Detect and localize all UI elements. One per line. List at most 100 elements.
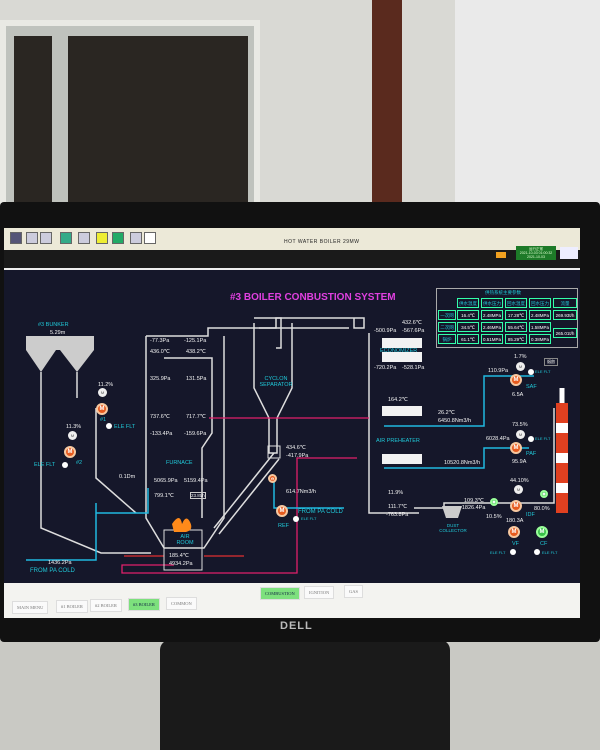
paf-current: 95.9A <box>512 459 527 465</box>
tab-boiler-2[interactable]: #2 BOILER <box>90 599 122 612</box>
table-cell: 1.58MPa <box>529 322 551 332</box>
cyclone-label: CYCLON SEPARATOR <box>259 376 293 388</box>
furnace-p3: 325.9Pa <box>150 376 171 382</box>
ref-flow: 614.7Nm3/h <box>286 489 316 495</box>
monitor-icon[interactable] <box>10 232 22 244</box>
table-header: 回水温度 <box>505 298 527 308</box>
table-row-label: 二次网 <box>438 322 456 332</box>
saf-outlet-temp: 26.2℃ <box>438 410 455 416</box>
paf-gauge[interactable]: M <box>516 430 525 439</box>
dust-pressure: -1826.4Pa <box>460 505 486 511</box>
paf-motor[interactable]: M <box>510 442 522 454</box>
idf-gauge[interactable]: M <box>514 485 523 494</box>
feeder2-gauge[interactable]: M <box>68 431 77 440</box>
feeder2-speed: 11.3% <box>66 424 82 430</box>
tab-main-menu[interactable]: MAIN MENU <box>12 601 49 614</box>
furnace-p1: -77.3Pa <box>150 338 170 344</box>
furnace-t1: 436.0℃ <box>150 349 170 355</box>
table-header: 回水压力 <box>529 298 551 308</box>
economizer-p4: -528.1Pa <box>402 365 425 371</box>
gears-icon[interactable] <box>40 232 52 244</box>
pa-cold-label: FROM PA COLD <box>30 568 75 574</box>
flame-icon <box>172 518 192 532</box>
furnace-p7: 5065.9Pa <box>154 478 178 484</box>
tab-gas[interactable]: GAS <box>344 585 364 598</box>
ref-label: REF <box>278 523 289 529</box>
ele-flt-indicator <box>62 462 68 468</box>
header-bar <box>4 250 580 270</box>
ele-flt-label: ELE FLT <box>34 462 56 468</box>
feeder1-gauge[interactable]: M <box>98 388 107 397</box>
furnace-t2: 438.2℃ <box>186 349 206 355</box>
saf-current: 6.5A <box>512 392 524 398</box>
furnace-p2: -125.1Pa <box>184 338 207 344</box>
economizer-label: ECONOMIZER <box>380 348 418 354</box>
tab-combustion[interactable]: COMBUSTION <box>260 587 300 600</box>
paf-pressure: 6028.4Pa <box>486 436 510 442</box>
bunker-hoppers <box>26 336 94 372</box>
table-cell: 85.29℃ <box>505 334 527 344</box>
ele-flt-indicator <box>528 436 534 442</box>
saf-flow: 6450.8Nm3/h <box>438 418 472 424</box>
table-flow: 269.93t/h <box>553 310 577 320</box>
ele-flt-indicator <box>528 369 534 375</box>
cf-motor[interactable]: M <box>536 526 548 538</box>
ele-flt-label: ELE FLT <box>114 424 136 430</box>
paf-flow: 10520.8Nm3/h <box>444 460 481 466</box>
bottom-nav: MAIN MENU #1 BOILER #2 BOILER #3 BOILER … <box>4 583 580 618</box>
saf-label: SAF <box>526 384 537 390</box>
ele-flt-label: ELE FLT <box>542 550 558 555</box>
furnace-label: FURNACE <box>166 460 193 466</box>
stack-button[interactable]: 烟囱 <box>544 358 558 366</box>
vf-label: VF <box>512 541 520 547</box>
bunker-level: 5.29m <box>50 330 66 336</box>
saf-gauge[interactable]: M <box>516 362 525 371</box>
paf-label: PAF <box>526 451 537 457</box>
table-caption: 供热系统主要参数 <box>485 290 521 295</box>
table-cell: 0.38MPa <box>529 334 551 344</box>
preheater-temp: 164.2℃ <box>388 397 408 403</box>
economizer-p1: -500.9Pa <box>374 328 397 334</box>
vf-motor[interactable]: M <box>508 526 520 538</box>
tools-icon[interactable] <box>78 232 90 244</box>
report-icon[interactable] <box>112 232 124 244</box>
bunker-label: #3 BUNKER <box>38 322 69 328</box>
feeder1-motor[interactable]: M <box>96 403 108 415</box>
idf-inlet-damper[interactable]: ◉ <box>490 498 498 506</box>
feeder1-speed: 11.2% <box>98 382 114 388</box>
loop-seal-valve[interactable]: ⊖ <box>268 474 277 483</box>
table-row-label: 锅炉 <box>438 334 456 344</box>
feeder2-motor[interactable]: M <box>64 446 76 458</box>
monitor-stand <box>160 640 450 750</box>
folder-icon[interactable] <box>96 232 108 244</box>
tab-boiler-3[interactable]: #3 BOILER <box>128 598 160 611</box>
chart-icon[interactable] <box>60 232 72 244</box>
table-row-label: 一次网 <box>438 310 456 320</box>
gear-icon[interactable] <box>26 232 38 244</box>
feeder2-no: #2 <box>76 460 83 466</box>
ele-flt-indicator <box>534 549 540 555</box>
chimney <box>556 388 568 513</box>
saf-damper: 1.7% <box>514 354 527 360</box>
paf-damper: 73.5% <box>512 422 528 428</box>
print-icon[interactable] <box>130 232 142 244</box>
saf-motor[interactable]: M <box>510 374 522 386</box>
flue-temp: 111.7℃ <box>388 504 408 510</box>
table-cell: 2.48MPa <box>529 310 551 320</box>
alarm-indicator[interactable] <box>496 252 506 258</box>
diagram-title: #3 BOILER CONBUSTION SYSTEM <box>230 292 396 303</box>
idf-speed: 44.10% <box>510 478 529 484</box>
document-icon[interactable] <box>144 232 156 244</box>
tab-ignition[interactable]: IGNITION <box>304 586 335 599</box>
idf-motor[interactable]: M <box>510 500 522 512</box>
ref-motor[interactable]: M <box>276 505 288 517</box>
app-title: HOT WATER BOILER 29MW <box>284 239 360 245</box>
cf-label: CF <box>540 541 548 547</box>
tab-common[interactable]: COMMON <box>166 597 197 610</box>
window <box>0 20 260 210</box>
economizer-temp: 432.6℃ <box>402 320 422 326</box>
idf-outlet-damper[interactable]: ◉ <box>540 490 548 498</box>
tab-boiler-1[interactable]: #1 BOILER <box>56 600 88 613</box>
saf-pressure: 110.9Pa <box>488 368 509 374</box>
